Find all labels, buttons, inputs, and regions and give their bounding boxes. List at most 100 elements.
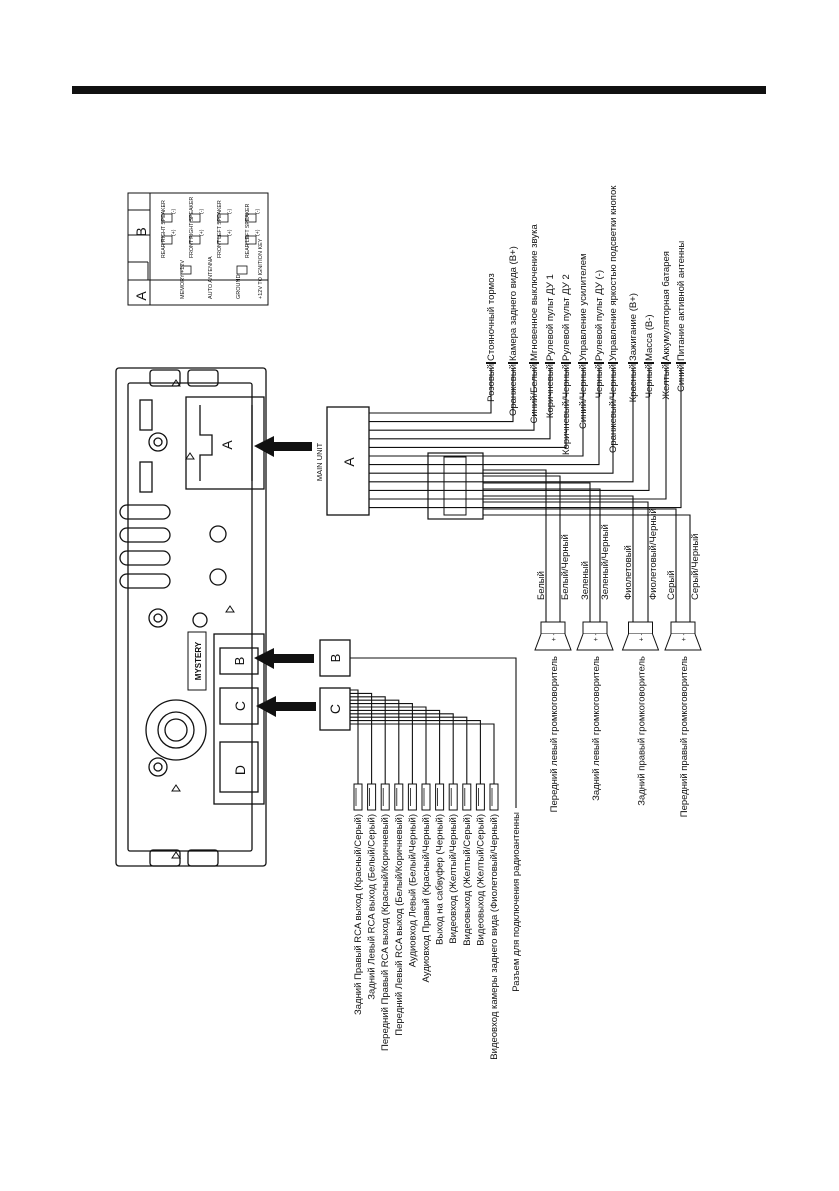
pin-b-speaker-label: FRONT RIGHT SPEAKER xyxy=(189,197,195,258)
wire-a-function-label: Рулевой пульт ДУ 2 xyxy=(561,274,572,361)
pin-texts: MEMORY +12V AUTO ANTENNA GROUND +12V TO IGN… xyxy=(161,197,264,299)
pin-socket-icon xyxy=(189,213,201,223)
rca-output-label: Аудиовход Левый (Белый/Черный) xyxy=(407,814,418,967)
rca-wire-3 xyxy=(350,699,400,784)
pin-a-ignition: +12V TO IGNITION KEY xyxy=(258,238,264,299)
pin-a-antenna: AUTO ANTENNA xyxy=(208,256,214,299)
speaker-minus-color-label: Зеленый/Черный xyxy=(600,524,611,600)
rca-wire-0 xyxy=(350,689,359,784)
panel-markers xyxy=(171,379,235,859)
arrow-c xyxy=(256,696,316,717)
pin-b-speaker-label: FRONT LEFT SPEAKER xyxy=(217,200,223,258)
pin-socket-icon xyxy=(245,235,257,245)
antenna-lead xyxy=(350,657,517,808)
speaker-name-label: Передний правый громкоговоритель xyxy=(679,656,690,817)
pin-polarity-plus: (+) xyxy=(227,229,233,236)
main-unit-label: MAIN UNIT xyxy=(315,442,324,481)
pin-socket-icon xyxy=(180,265,192,275)
speaker-wire-plus-3 xyxy=(483,508,677,622)
wire-a-function-label: Рулевой пульт ДУ 1 xyxy=(545,274,556,361)
speaker-sub-connector-inner xyxy=(443,456,467,516)
wire-a-color-label: Черный xyxy=(644,364,655,398)
rca-plug-icon xyxy=(435,783,445,811)
speaker-plus-color-label: Зеленый xyxy=(580,561,591,600)
wire-a-function-label: Управление усилителем xyxy=(578,253,589,361)
speaker-wire-plus-0 xyxy=(483,469,547,622)
speaker-plus-color-label: Фиолетовый xyxy=(623,545,634,600)
pin-polarity-plus: (+) xyxy=(255,229,261,236)
pin-b-speaker-label: REAR LEFT SPEAKER xyxy=(245,203,251,258)
rca-output-label: Задний Левый RCA выход (Белый/Серый) xyxy=(367,814,378,1000)
wire-a-function-label: Зажигание (В+) xyxy=(628,293,639,361)
wire-a-function-label: Рулевой пульт ДУ (-) xyxy=(594,270,605,361)
pin-polarity-minus: (-) xyxy=(171,209,177,214)
pin-polarity-plus: (+) xyxy=(171,229,177,236)
pin-socket-icon xyxy=(217,235,229,245)
rca-plug-icon xyxy=(462,783,472,811)
rca-output-label: Выход на сабвуфер (Черный) xyxy=(435,814,446,945)
speaker-wire-plus-2 xyxy=(483,495,634,622)
harness-b-label: B xyxy=(328,654,343,663)
brand-plate xyxy=(187,631,207,691)
speaker-cone-icon xyxy=(534,633,572,651)
speaker-minus-color-label: Фиолетовый/Черный xyxy=(648,508,659,600)
rca-wire-4 xyxy=(350,703,413,784)
speaker-name-label: Задний правый громкоговоритель xyxy=(637,656,648,806)
harness-a-label: A xyxy=(341,457,357,467)
rca-wire-9 xyxy=(350,720,481,784)
wire-a-1 xyxy=(369,368,514,423)
speaker-minus-color-label: Серый/Черный xyxy=(690,534,701,600)
rca-output-label: Передний Правый RCA выход (Красный/Корич… xyxy=(380,814,391,1051)
harness-block-b xyxy=(319,639,351,677)
unit-socket-b-label: B xyxy=(232,657,247,666)
harness-block-c xyxy=(319,687,351,731)
wire-a-color-label: Черный xyxy=(594,364,605,398)
wire-a-11 xyxy=(369,368,682,509)
speaker-plus-color-label: Серый xyxy=(666,570,677,600)
wire-a-color-label: Синий/Черный xyxy=(578,364,589,429)
connection-arrows xyxy=(254,436,316,717)
pin-a-memory: MEMORY +12V xyxy=(180,260,186,299)
pin-polarity-plus: (+) xyxy=(199,229,205,236)
speaker-cone-icon xyxy=(664,633,702,651)
wire-a-color-label: Оранжевый xyxy=(508,364,519,416)
wire-a-10 xyxy=(369,368,667,500)
pin-socket-icon xyxy=(217,213,229,223)
wire-a-color-label: Желтый xyxy=(661,364,672,400)
rca-plug-icon xyxy=(407,783,417,811)
harness-c-label: C xyxy=(327,704,343,714)
speaker-wire-plus-1 xyxy=(483,482,591,622)
rca-plug-icon xyxy=(394,783,404,811)
wire-a-color-label: Синий xyxy=(676,364,687,392)
pin-a-ground: GROUND xyxy=(236,275,242,299)
rca-wire-8 xyxy=(350,716,468,784)
wire-a-8 xyxy=(369,368,634,483)
rca-wire-5 xyxy=(350,706,427,784)
speaker-polarity-label: + - xyxy=(639,632,646,641)
wire-a-function-label: Мгновенное выключение звука xyxy=(529,224,540,361)
speaker-polarity-label: + - xyxy=(681,632,688,641)
wire-a-function-label: Управление яркостью подсветки кнопок xyxy=(608,185,619,361)
wire-a-4 xyxy=(369,368,567,448)
rca-plug-icon xyxy=(367,783,377,811)
rca-output-label: Видеовход камеры заднего вида (Фиолетовы… xyxy=(489,814,500,1060)
brand-text: MYSTERY xyxy=(194,641,203,680)
speaker-wire-minus-0 xyxy=(483,475,561,622)
wire-a-color-label: Коричневый xyxy=(545,364,556,418)
rca-wire-10 xyxy=(350,723,495,784)
rca-output-label: Аудиовход Правый (Красный/Черный) xyxy=(421,814,432,982)
speaker-cone-icon xyxy=(576,633,614,651)
rca-wire-2 xyxy=(350,696,386,784)
pin-polarity-minus: (-) xyxy=(227,209,233,214)
pin-polarity-minus: (-) xyxy=(255,209,261,214)
wire-a-function-label: Стояночный тормоз xyxy=(486,273,497,361)
rca-wire-7 xyxy=(350,713,454,784)
speaker-wire-minus-1 xyxy=(483,488,601,622)
speaker-icon xyxy=(582,621,608,635)
harness-block-a xyxy=(326,406,370,516)
wire-a-3 xyxy=(369,368,551,440)
rca-plug-icon xyxy=(421,783,431,811)
pin-socket-icon xyxy=(189,235,201,245)
pin-a-label: A xyxy=(133,291,149,301)
wire-a-function-label: Камера заднего вида (В+) xyxy=(508,246,519,361)
